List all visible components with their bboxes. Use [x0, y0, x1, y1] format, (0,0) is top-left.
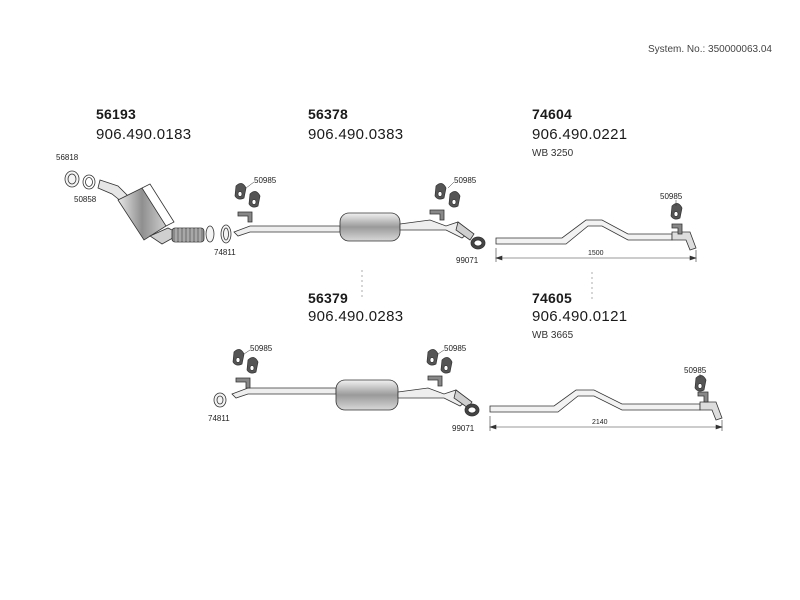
part-number-56379: 56379	[308, 290, 348, 306]
callout-50985-c: 50985	[660, 192, 683, 201]
system-number: System. No.: 350000063.04	[648, 44, 772, 55]
wheelbase-74604: WB 3250	[532, 148, 574, 159]
clamp-99071-bottom	[464, 403, 480, 417]
callout-74811-top: 74811	[214, 248, 236, 257]
oe-number-56193: 906.490.0183	[96, 126, 192, 143]
oe-number-74604: 906.490.0221	[532, 126, 628, 143]
dimension-line-2140	[489, 416, 723, 431]
middle-muffler-56379	[231, 375, 473, 411]
oe-number-74605: 906.490.0121	[532, 308, 628, 325]
clamp-74811-bottom	[213, 392, 227, 408]
hangers-50985-bottom-right	[426, 349, 453, 374]
callout-50858: 50858	[74, 195, 97, 204]
dimension-2140: 2140	[592, 419, 608, 426]
callout-99071-top: 99071	[456, 256, 479, 265]
dimension-1500: 1500	[588, 250, 604, 257]
oe-number-56379: 906.490.0283	[308, 308, 404, 325]
clamp-74811-top	[220, 224, 232, 244]
wheelbase-74605: WB 3665	[532, 330, 574, 341]
clamp-99071-top	[470, 236, 486, 250]
tail-pipe-74605	[489, 389, 723, 421]
hangers-50985-top-right	[434, 183, 461, 208]
callout-50985-b: 50985	[454, 176, 477, 185]
dimension-line-1500	[495, 248, 697, 262]
leader-lines	[243, 181, 701, 378]
callout-56818: 56818	[56, 153, 79, 162]
part-number-74605: 74605	[532, 290, 572, 306]
hangers-50985-bottom-left	[232, 349, 259, 374]
part-number-74604: 74604	[532, 106, 572, 122]
part-number-56193: 56193	[96, 106, 136, 122]
callout-50985-d: 50985	[250, 344, 273, 353]
callout-50985-a: 50985	[254, 176, 277, 185]
tail-pipe-74604	[495, 219, 697, 251]
callout-74811-bottom: 74811	[208, 414, 230, 423]
middle-muffler-56378	[233, 209, 475, 242]
part-number-56378: 56378	[308, 106, 348, 122]
callout-50985-e: 50985	[444, 344, 467, 353]
hangers-50985-top-left	[234, 183, 261, 208]
hanger-50985-tail-top	[670, 203, 683, 220]
catalytic-converter-56193	[64, 170, 215, 245]
hanger-50985-tail-bottom	[694, 375, 707, 392]
callout-99071-bottom: 99071	[452, 424, 475, 433]
oe-number-56378: 906.490.0383	[308, 126, 404, 143]
callout-50985-f: 50985	[684, 366, 707, 375]
